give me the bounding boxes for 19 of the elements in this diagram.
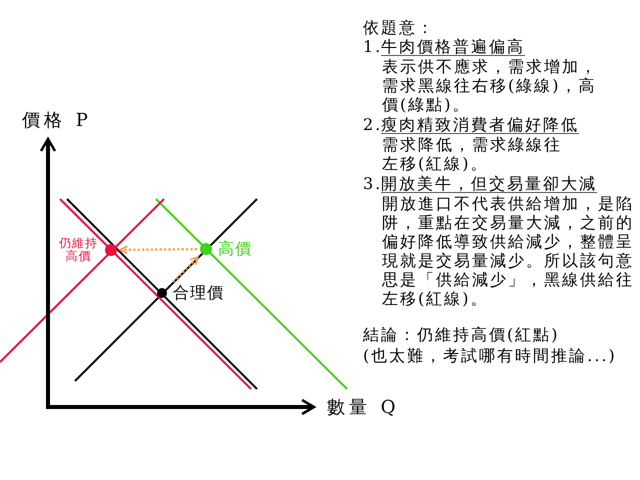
explanation-text: 需求降低，需求綠線往左移(紅線)。	[382, 135, 563, 173]
list-number: 3.	[363, 174, 382, 193]
arrow	[172, 256, 199, 283]
point-heading: 開放美牛，但交易量卻大減	[381, 174, 597, 193]
axis-label: 數量 Q	[327, 397, 400, 419]
explanation-text: 表示供不應求，需求增加，需求黑線往右移(綠線)，高價(綠點)。	[382, 57, 599, 114]
list-number: 1.	[363, 37, 382, 56]
note-text: (也太難，考試哪有時間推論...)	[363, 346, 617, 365]
point-heading: 牛肉價格普遍偏高	[381, 37, 525, 56]
intro-text: 依題意：	[363, 18, 435, 37]
point-heading: 瘦肉精致消費者偏好降低	[381, 115, 579, 134]
axis-label: 價格 P	[22, 110, 92, 132]
conclusion-text: 結論：仍維持高價(紅點)	[363, 325, 560, 344]
point-label: 仍維持高價	[58, 237, 99, 263]
explanation-text: 開放進口不代表供給增加，是陷阱，重點在交易量大減，之前的偏好降低導致供給減少，整體呈現就是交易量減少。所以該句意思是「供給減少」，黑線供給往左移(紅線)。	[382, 194, 635, 308]
point-label: 合理價	[173, 284, 224, 302]
point-label: 高價	[218, 240, 252, 258]
list-number: 2.	[363, 115, 382, 134]
arrow	[119, 245, 198, 254]
